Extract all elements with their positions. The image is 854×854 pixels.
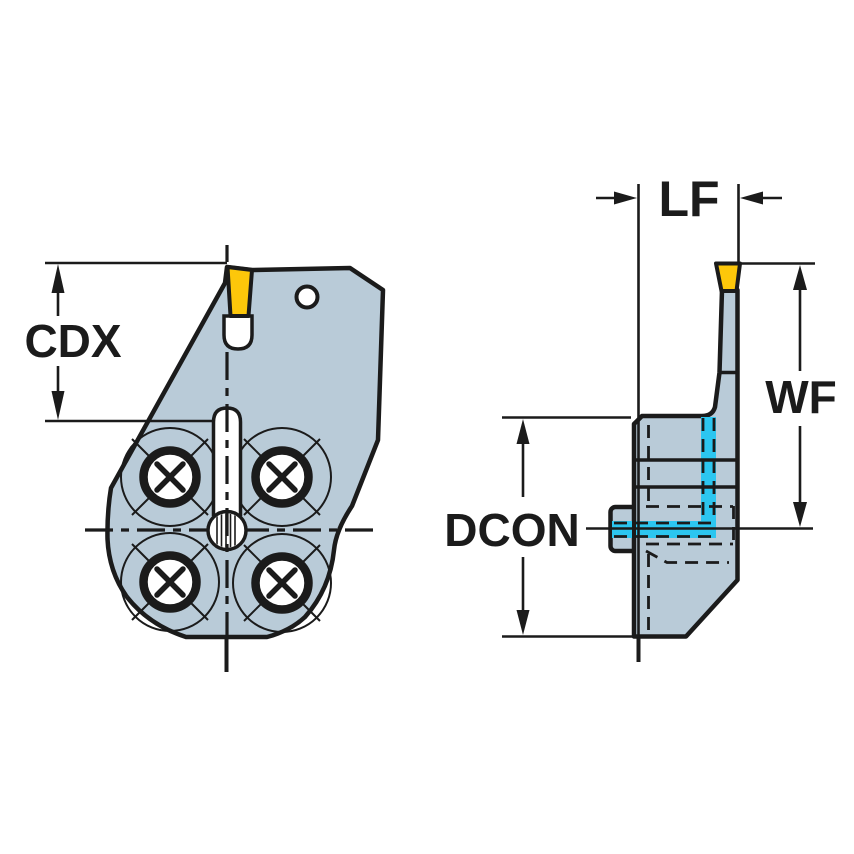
screw-bottom-left [120, 532, 220, 632]
hidden-pocket-step [645, 549, 729, 564]
dcon-arrow-up [516, 419, 530, 444]
insert-seat [222, 314, 254, 351]
lf-arrow-right [740, 191, 763, 205]
dimension-cdx: CDX [24, 261, 227, 423]
cutting-insert-front [225, 265, 254, 318]
wf-arrow-up [793, 265, 807, 290]
dimension-lf: LF [596, 171, 782, 264]
front-view [85, 245, 386, 672]
dcon-arrow-down [516, 610, 530, 635]
cdx-arrow-down [51, 391, 65, 420]
screw-top-left [120, 427, 220, 527]
pin-hole [294, 284, 320, 310]
side-view [608, 184, 742, 662]
lf-arrow-left [614, 191, 637, 205]
wf-arrow-down [793, 502, 807, 527]
lf-label: LF [658, 171, 719, 227]
dimension-wf: WF [586, 262, 837, 530]
front-body [105, 264, 386, 640]
screw-bottom-right [232, 533, 332, 633]
side-body [631, 287, 740, 639]
wf-label: WF [765, 371, 837, 423]
cutting-insert-side [714, 261, 742, 293]
cdx-label: CDX [24, 315, 121, 367]
dimension-dcon: DCON [444, 416, 656, 638]
cdx-arrow-up [51, 264, 65, 293]
coolant-channel-vertical [701, 417, 716, 538]
dcon-label: DCON [444, 504, 579, 556]
